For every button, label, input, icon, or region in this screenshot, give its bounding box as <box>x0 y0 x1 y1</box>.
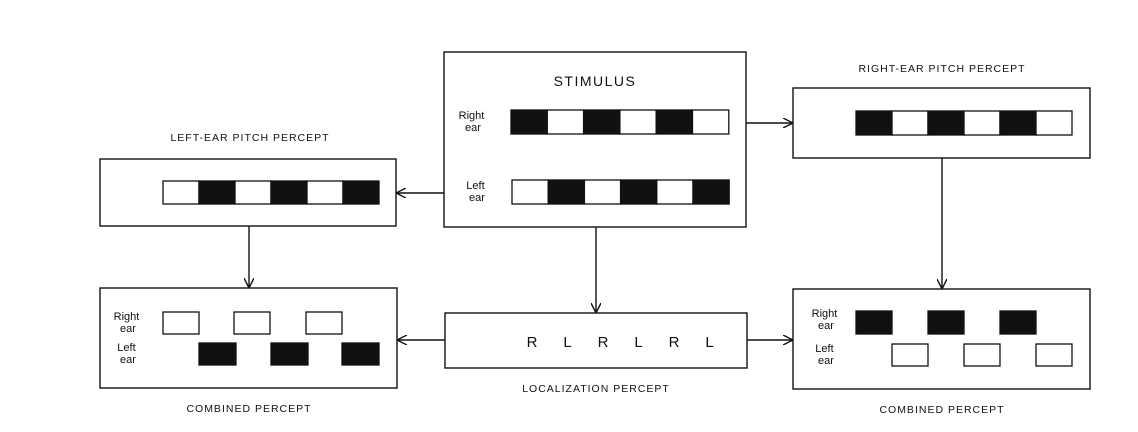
combined-right-left-ear-empty-tone-3 <box>1035 343 1073 367</box>
stimulus-right-empty-tone-6 <box>691 109 730 135</box>
stimulus-title: STIMULUS <box>554 73 637 89</box>
localization-letter-1: R <box>527 334 538 351</box>
combined-left-tone-cells <box>162 311 380 366</box>
localization-letter-2: L <box>563 334 571 351</box>
left-pitch-filled-tone-2 <box>198 180 236 205</box>
combined-right-right-ear-filled-tone-2 <box>927 310 965 335</box>
right-pitch-empty-tone-4 <box>963 110 1001 136</box>
right-pitch-empty-tone-2 <box>891 110 929 136</box>
stimulus-left-empty-tone-5 <box>656 179 694 205</box>
stimulus-right-filled-tone-5 <box>655 109 694 135</box>
localization-title: LOCALIZATION PERCEPT <box>522 383 670 395</box>
combined-left-title: COMBINED PERCEPT <box>186 403 311 415</box>
right-pitch-empty-tone-6 <box>1035 110 1073 136</box>
right-pitch-filled-tone-1 <box>855 110 893 136</box>
combined-right-panel: Right ear Left ear COMBINED PERCEPT <box>792 288 1091 416</box>
combined-right-title: COMBINED PERCEPT <box>879 404 1004 416</box>
left-pitch-empty-tone-3 <box>234 180 272 205</box>
stimulus-left-empty-tone-1 <box>511 179 549 205</box>
localization-box <box>444 312 748 369</box>
stimulus-left-filled-tone-6 <box>692 179 730 205</box>
stimulus-left-filled-tone-4 <box>619 179 658 205</box>
right-pitch-tone-strip <box>855 110 1073 136</box>
combined-left-right-ear-label: Right ear <box>114 311 143 335</box>
localization-letter-3: R <box>598 334 609 351</box>
left-pitch-panel: LEFT-EAR PITCH PERCEPT <box>99 132 397 227</box>
left-pitch-tone-strip <box>162 180 380 205</box>
stimulus-right-ear-label: Right ear <box>459 110 488 134</box>
combined-right-right-ear-filled-tone-1 <box>855 310 893 335</box>
combined-right-left-ear-empty-tone-1 <box>891 343 929 367</box>
stimulus-left-ear-tone-strip <box>511 179 730 205</box>
stimulus-right-filled-tone-3 <box>582 109 621 135</box>
left-pitch-empty-tone-1 <box>162 180 200 205</box>
stimulus-right-ear-tone-strip <box>510 109 730 135</box>
localization-panel: R L R L R L LOCALIZATION PERCEPT <box>444 312 748 395</box>
combined-left-left-ear-filled-tone-3 <box>341 342 380 366</box>
stimulus-right-empty-tone-4 <box>619 109 657 135</box>
left-pitch-empty-tone-5 <box>306 180 344 205</box>
combined-right-right-ear-label: Right ear <box>812 308 841 332</box>
combined-right-right-ear-filled-tone-3 <box>999 310 1037 335</box>
stimulus-left-filled-tone-2 <box>547 179 586 205</box>
combined-left-left-ear-label: Left ear <box>117 342 138 366</box>
localization-letter-4: L <box>634 334 642 351</box>
stimulus-left-ear-label: Left ear <box>466 180 487 204</box>
combined-left-box <box>99 287 398 389</box>
stimulus-left-empty-tone-3 <box>583 179 622 205</box>
stimulus-right-empty-tone-2 <box>546 109 585 135</box>
combined-left-panel: Right ear Left ear COMBINED PERCEPT <box>99 287 398 415</box>
combined-right-box <box>792 288 1091 390</box>
right-pitch-filled-tone-5 <box>999 110 1037 136</box>
combined-left-right-ear-empty-tone-2 <box>233 311 271 335</box>
right-pitch-filled-tone-3 <box>927 110 965 136</box>
combined-left-left-ear-filled-tone-1 <box>198 342 237 366</box>
combined-right-left-ear-label: Left ear <box>815 343 836 367</box>
combined-left-right-ear-empty-tone-1 <box>162 311 200 335</box>
right-pitch-title: RIGHT-EAR PITCH PERCEPT <box>858 63 1025 75</box>
combined-right-left-ear-empty-tone-2 <box>963 343 1001 367</box>
flow-arrows <box>249 123 942 340</box>
left-pitch-filled-tone-6 <box>342 180 380 205</box>
left-pitch-filled-tone-4 <box>270 180 308 205</box>
combined-left-left-ear-filled-tone-2 <box>270 342 309 366</box>
right-pitch-panel: RIGHT-EAR PITCH PERCEPT <box>792 63 1091 159</box>
combined-left-right-ear-empty-tone-3 <box>305 311 343 335</box>
combined-right-tone-cells <box>855 310 1073 367</box>
localization-letter-5: R <box>669 334 680 351</box>
left-pitch-title: LEFT-EAR PITCH PERCEPT <box>170 132 329 144</box>
stimulus-right-filled-tone-1 <box>510 109 548 135</box>
stimulus-panel: STIMULUS Right ear Left ear <box>443 51 747 228</box>
localization-letter-6: L <box>705 334 713 351</box>
